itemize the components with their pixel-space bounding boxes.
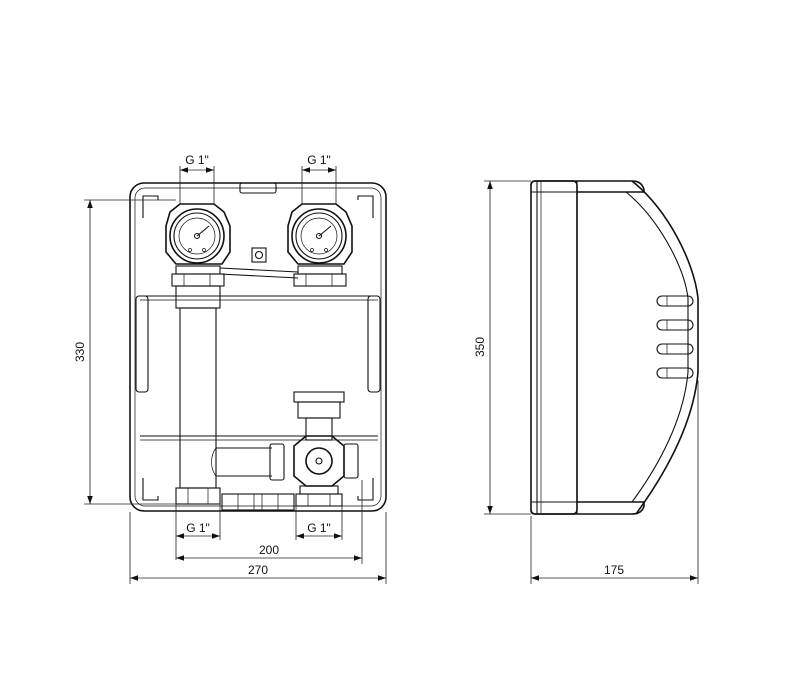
bottom-left-thread-label: G 1"	[186, 521, 210, 535]
side-view: 350 175	[473, 180, 699, 584]
mixing-valve	[293, 391, 359, 507]
front-height-label: 330	[73, 342, 87, 362]
bottom-right-thread-label: G 1"	[307, 521, 331, 535]
side-depth-label: 175	[604, 563, 624, 577]
top-right-thread-label: G 1"	[307, 153, 331, 167]
front-total-width-label: 270	[248, 563, 268, 577]
front-inner-width-label: 200	[259, 543, 279, 557]
top-left-thread-label: G 1"	[185, 153, 209, 167]
side-height-label: 350	[473, 337, 487, 357]
right-pressure-gauge	[287, 203, 353, 287]
side-knobs	[656, 295, 694, 379]
left-pipe	[175, 285, 221, 505]
front-view: G 1" G 1" 330 G 1" G 1" 200 270	[73, 153, 387, 584]
left-pressure-gauge	[165, 203, 231, 287]
